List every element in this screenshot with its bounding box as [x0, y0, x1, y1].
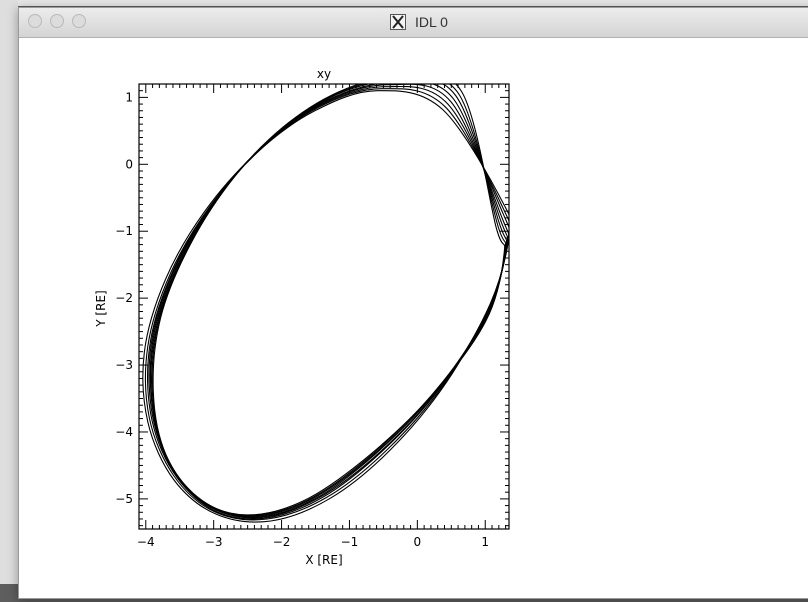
plot-frame: [138, 83, 510, 530]
orbit-xy-plot: −4 −3 −2 −1 0 1 −5 −4 −3 −2 −1 0 1 xy X [RE] Y [RE]: [94, 67, 510, 567]
plot-canvas-area: −4 −3 −2 −1 0 1 −5 −4 −3 −2 −1 0 1 xy X [RE] Y [RE]: [19, 38, 808, 598]
y-tick-label: −1: [115, 224, 133, 238]
x-tick-label: −4: [137, 535, 155, 549]
y-axis-label: Y [RE]: [94, 290, 108, 327]
background-window-edge: [0, 0, 18, 584]
orbit-trace: [148, 84, 509, 519]
orbit-trace: [150, 84, 508, 517]
y-tick-label: −2: [115, 291, 133, 305]
x11-icon: [390, 14, 407, 33]
plot-title: xy: [317, 67, 331, 81]
x-tick-label: 1: [481, 535, 489, 549]
idl-graphics-window[interactable]: IDL 0 −4 −3 −2 −1 0 1 −5 −4 −3 −2 −1 0 1 xy X [RE] Y…: [18, 7, 808, 599]
y-tick-label: −5: [115, 492, 133, 506]
x-tick-label: 0: [414, 535, 422, 549]
y-tick-label: 1: [125, 90, 133, 104]
orbit-trace: [151, 84, 507, 517]
y-tick-label: 0: [125, 157, 133, 171]
y-tick-label: −3: [115, 358, 133, 372]
orbit-trace: [152, 84, 506, 516]
axis-tick-labels: −4 −3 −2 −1 0 1 −5 −4 −3 −2 −1 0 1: [115, 90, 489, 549]
orbit-trace: [142, 90, 509, 523]
background-desktop-strip: [0, 0, 808, 6]
minimize-window-button[interactable]: [50, 14, 64, 28]
orbit-trace: [149, 84, 509, 518]
x-tick-label: −3: [205, 535, 223, 549]
x-axis-label: X [RE]: [305, 553, 342, 567]
y-tick-label: −4: [115, 425, 133, 439]
orbit-trace: [147, 85, 509, 520]
window-title-group: IDL 0: [19, 14, 808, 33]
window-title: IDL 0: [414, 14, 448, 30]
x-tick-label: −1: [341, 535, 359, 549]
window-controls: [28, 14, 86, 28]
zoom-window-button[interactable]: [72, 14, 86, 28]
axis-ticks: [139, 83, 509, 529]
window-titlebar[interactable]: IDL 0: [19, 8, 808, 38]
close-window-button[interactable]: [28, 14, 42, 28]
orbit-traces: [142, 84, 509, 523]
x-tick-label: −2: [273, 535, 291, 549]
orbit-trace: [144, 88, 509, 521]
